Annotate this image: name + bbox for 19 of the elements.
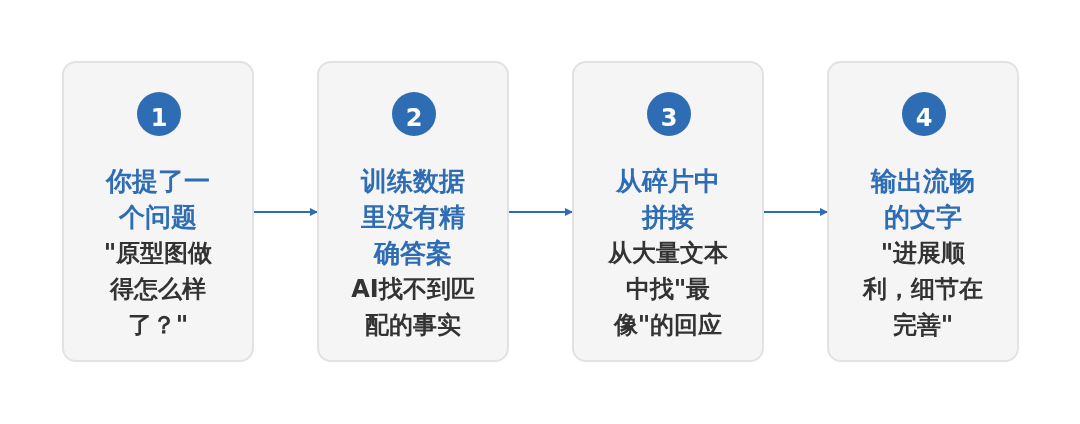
- step-card: [62, 61, 254, 362]
- step-title: 从碎片中拼接: [614, 165, 721, 234]
- number-badge: 3: [647, 92, 691, 136]
- arrow: [508, 208, 573, 216]
- step-description: 从大量文本中找"最像"的回应: [607, 238, 729, 341]
- number-badge: 1: [137, 92, 181, 136]
- arrow: [763, 208, 828, 216]
- number-badge: 2: [392, 92, 436, 136]
- step-title: 你提了一个问题: [104, 165, 211, 234]
- arrow: [253, 208, 318, 216]
- number-badge: 4: [902, 92, 946, 136]
- step-title: 训练数据里没有精确答案: [359, 165, 466, 270]
- step-card: [827, 61, 1019, 362]
- step-title: 输出流畅的文字: [869, 165, 976, 234]
- step-card: [572, 61, 764, 362]
- step-description: "进展顺利，细节在完善": [861, 238, 984, 341]
- step-description: AI找不到匹配的事实: [350, 274, 476, 341]
- step-description: "原型图做得怎么样了？": [102, 238, 214, 341]
- step-card: [317, 61, 509, 362]
